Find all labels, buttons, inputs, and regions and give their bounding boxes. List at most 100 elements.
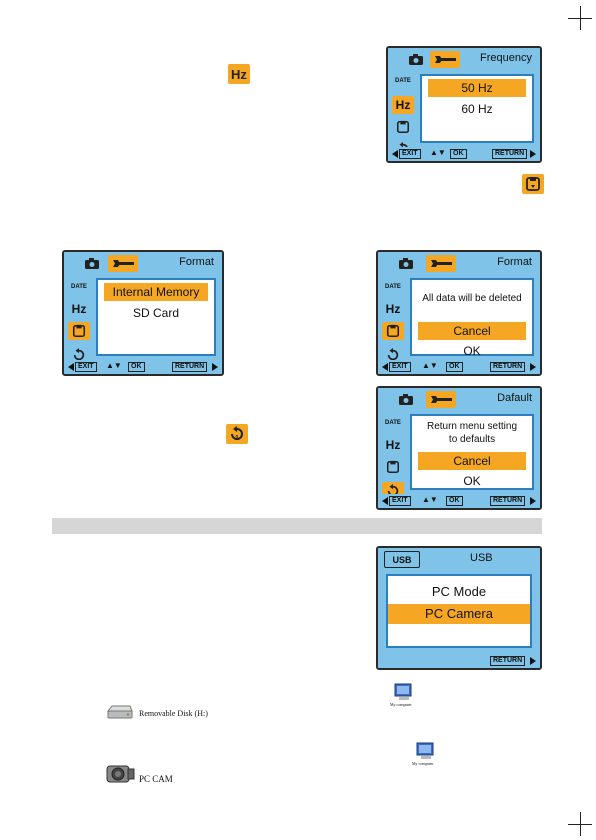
exit-key[interactable]: EXIT xyxy=(75,362,97,372)
return-key[interactable]: RETURN xyxy=(490,362,526,372)
return-key[interactable]: RETURN xyxy=(492,149,528,159)
exit-key[interactable]: EXIT xyxy=(389,362,411,372)
setup-tab-icon[interactable] xyxy=(426,255,456,272)
option-60hz[interactable]: 60 Hz xyxy=(461,102,493,116)
camera-tab-icon[interactable] xyxy=(394,391,418,408)
date-menu-icon[interactable]: DATE xyxy=(385,283,401,290)
my-computer-icon-2 xyxy=(415,742,437,762)
left-arrow-icon xyxy=(68,363,74,371)
option-internal-memory[interactable]: Internal Memory xyxy=(104,283,208,301)
option-pc-camera[interactable]: PC Camera xyxy=(388,604,530,624)
crop-mark-top-right xyxy=(568,6,592,30)
ok-key[interactable]: OK xyxy=(128,362,145,372)
camera-tab-icon[interactable] xyxy=(394,255,418,272)
format-select-screen: Format DATE Hz Internal Memory SD Card E… xyxy=(62,250,224,376)
warning-message: All data will be deleted xyxy=(422,293,522,304)
screen-header xyxy=(378,388,540,410)
default-reset-screen: Dafault DATE Hz Return menu setting to d… xyxy=(376,386,542,510)
return-key[interactable]: RETURN xyxy=(490,496,526,506)
my-computer-label-2: My computer xyxy=(412,761,434,766)
option-panel: PC Mode PC Camera xyxy=(386,574,532,648)
ok-key[interactable]: OK xyxy=(446,496,463,506)
format-menu-icon[interactable] xyxy=(382,458,404,476)
option-50hz[interactable]: 50 Hz xyxy=(428,79,526,97)
format-menu-icon[interactable] xyxy=(382,322,404,340)
reset-message-line1: Return menu setting xyxy=(426,421,518,432)
date-menu-icon[interactable]: DATE xyxy=(395,77,411,84)
camera-tab-icon[interactable] xyxy=(80,255,104,272)
reset-menu-icon[interactable] xyxy=(382,346,404,364)
side-menu: DATE Hz xyxy=(64,274,94,361)
format-icon xyxy=(522,174,544,194)
return-key[interactable]: RETURN xyxy=(172,362,208,372)
reset-icon: 1 xyxy=(226,424,248,444)
up-down-arrow-icon: ▲▼ xyxy=(430,148,446,157)
setup-tab-icon[interactable] xyxy=(108,255,138,272)
right-arrow-icon xyxy=(530,150,536,158)
hz-menu-icon[interactable]: Hz xyxy=(385,438,401,452)
side-menu: DATE Hz xyxy=(388,70,418,155)
right-arrow-icon xyxy=(212,363,218,371)
my-computer-icon xyxy=(393,683,415,703)
screen-title: USB xyxy=(470,552,493,564)
screen-header xyxy=(378,252,540,274)
date-menu-icon[interactable]: DATE xyxy=(71,283,87,290)
exit-key[interactable]: EXIT xyxy=(399,149,421,159)
dialog-panel: Return menu setting to defaults Cancel O… xyxy=(410,414,534,490)
option-ok[interactable]: OK xyxy=(463,474,481,488)
ok-key[interactable]: OK xyxy=(450,149,467,159)
dialog-panel: All data will be deleted Cancel OK xyxy=(410,278,534,358)
hz-menu-icon[interactable]: Hz xyxy=(392,96,414,114)
reset-menu-icon[interactable] xyxy=(68,346,90,364)
option-ok[interactable]: OK xyxy=(463,344,481,358)
return-key[interactable]: RETURN xyxy=(490,656,526,666)
screen-header xyxy=(388,48,540,70)
left-arrow-icon xyxy=(382,363,388,371)
right-arrow-icon xyxy=(530,657,536,665)
screen-footer: RETURN xyxy=(378,654,540,668)
setup-tab-icon[interactable] xyxy=(426,391,456,408)
camera-tab-icon[interactable] xyxy=(404,51,428,68)
crop-mark-bottom-right xyxy=(568,812,592,836)
screen-footer: EXIT ▲▼ OK RETURN xyxy=(64,360,222,374)
left-arrow-icon xyxy=(392,150,398,158)
right-arrow-icon xyxy=(530,363,536,371)
hz-menu-icon[interactable]: Hz xyxy=(385,302,401,316)
screen-title: Format xyxy=(179,256,214,268)
up-down-arrow-icon: ▲▼ xyxy=(422,495,438,504)
reset-message-line2: to defaults xyxy=(448,434,496,445)
screen-title: Dafault xyxy=(497,392,532,404)
option-panel: Internal Memory SD Card xyxy=(96,278,216,356)
side-menu: DATE Hz xyxy=(378,274,408,361)
option-panel: 50 Hz 60 Hz xyxy=(420,74,534,143)
screen-footer: EXIT ▲▼ OK RETURN xyxy=(378,360,540,374)
option-cancel[interactable]: Cancel xyxy=(418,452,526,470)
ok-key[interactable]: OK xyxy=(446,362,463,372)
removable-disk-label: Removable Disk (H:) xyxy=(139,709,208,718)
screen-header xyxy=(64,252,222,274)
pc-cam-icon xyxy=(104,760,136,788)
screen-footer: EXIT ▲▼ OK RETURN xyxy=(388,147,540,161)
usb-screen: USB USB PC Mode PC Camera RETURN xyxy=(376,546,542,670)
exit-key[interactable]: EXIT xyxy=(389,496,411,506)
usb-tab-icon[interactable]: USB xyxy=(384,551,420,568)
format-confirm-screen: Format DATE Hz All data will be deleted … xyxy=(376,250,542,376)
section-divider xyxy=(52,518,542,534)
date-menu-icon[interactable]: DATE xyxy=(385,419,401,426)
option-sd-card[interactable]: SD Card xyxy=(132,306,179,320)
hz-menu-icon[interactable]: Hz xyxy=(71,302,87,316)
left-arrow-icon xyxy=(382,497,388,505)
screen-footer: EXIT ▲▼ OK RETURN xyxy=(378,494,540,508)
format-menu-icon[interactable] xyxy=(68,322,90,340)
svg-text:1: 1 xyxy=(235,435,239,442)
up-down-arrow-icon: ▲▼ xyxy=(106,361,122,370)
removable-disk-icon xyxy=(106,703,134,723)
screen-title: Format xyxy=(497,256,532,268)
screen-title: Frequency xyxy=(480,52,532,64)
option-cancel[interactable]: Cancel xyxy=(418,322,526,340)
setup-tab-icon[interactable] xyxy=(430,51,460,68)
pc-cam-label: PC CAM xyxy=(139,774,173,784)
option-pc-mode[interactable]: PC Mode xyxy=(431,584,487,599)
format-menu-icon[interactable] xyxy=(392,118,414,136)
side-menu: DATE Hz xyxy=(378,410,408,500)
